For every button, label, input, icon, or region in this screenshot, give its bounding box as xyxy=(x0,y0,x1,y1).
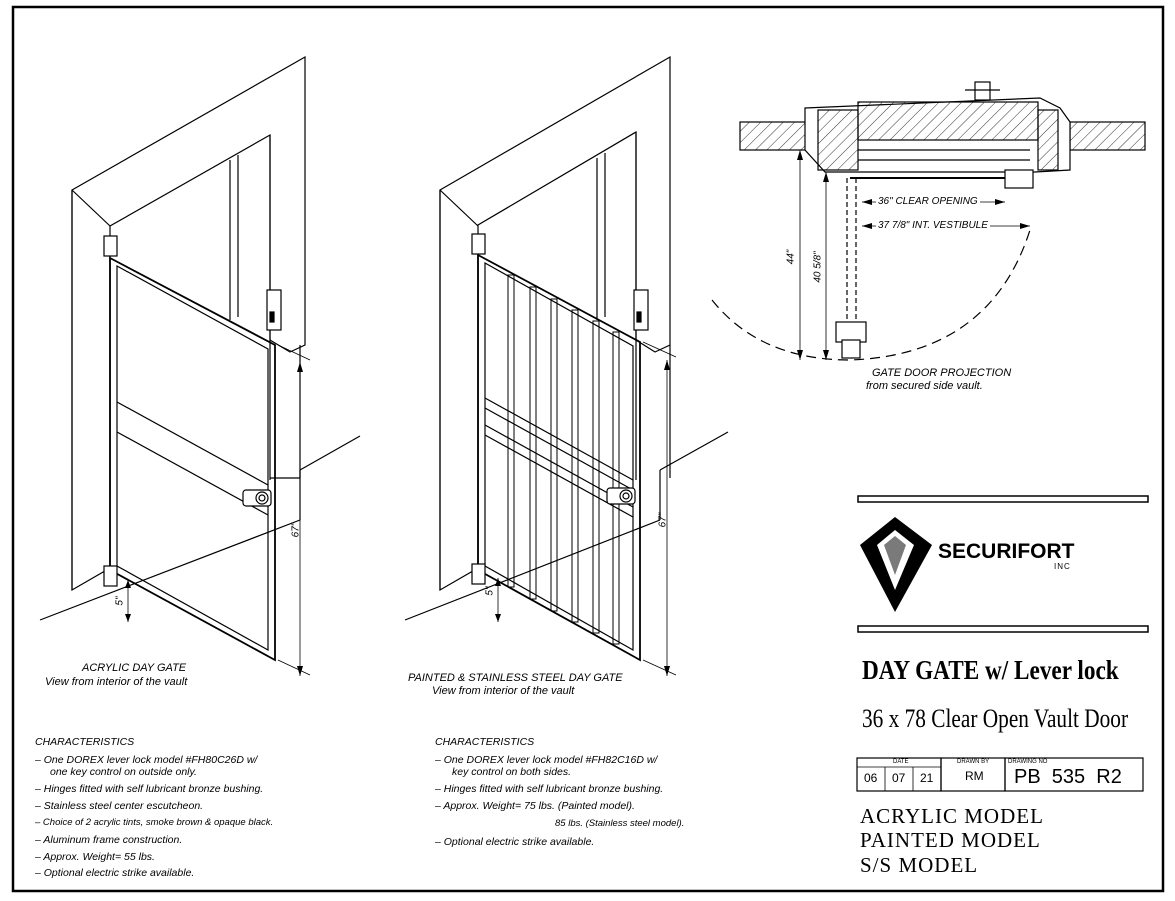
acrylic-char-item: – Hinges fitted with self lubricant bron… xyxy=(35,783,264,795)
date-month: 07 xyxy=(892,771,906,785)
acrylic-char-item: – Approx. Weight= 55 lbs. xyxy=(35,851,155,863)
steel-gap-dimension: 5" xyxy=(484,586,496,596)
height-44-dimension: 44" xyxy=(785,249,797,265)
acrylic-char-item: – Stainless steel center escutcheon. xyxy=(35,800,204,812)
vestibule-dimension: 37 7/8" INT. VESTIBULE xyxy=(876,220,990,231)
steel-char-item: – Hinges fitted with self lubricant bron… xyxy=(435,783,664,795)
steel-characteristics-heading: CHARACTERISTICS xyxy=(435,736,535,748)
drawing-number: PB 535 R2 xyxy=(1014,766,1122,788)
drawn-by-label: DRAWN BY xyxy=(957,759,990,765)
steel-char-item: – One DOREX lever lock model #FH82C16D w… xyxy=(435,754,658,766)
steel-char-item: key control on both sides. xyxy=(452,766,572,778)
date-day: 06 xyxy=(864,771,878,785)
acrylic-gap-dimension: 5" xyxy=(114,596,126,606)
date-label: DATE xyxy=(893,759,909,765)
acrylic-height-dimension: 67" xyxy=(290,522,302,538)
acrylic-gate-drawing xyxy=(39,55,361,676)
projection-caption-title: GATE DOOR PROJECTION xyxy=(872,367,1012,379)
drawing-title: DAY GATE w/ Lever lock xyxy=(862,655,1119,685)
acrylic-characteristics-heading: CHARACTERISTICS xyxy=(35,736,135,748)
date-year: 21 xyxy=(920,771,934,785)
acrylic-char-item: – Choice of 2 acrylic tints, smoke brown… xyxy=(35,817,274,828)
model-stainless: S/S MODEL xyxy=(860,853,979,877)
steel-height-dimension: 67" xyxy=(657,512,669,528)
steel-char-item: 85 lbs. (Stainless steel model). xyxy=(555,818,685,829)
projection-caption-sub: from secured side vault. xyxy=(866,380,983,392)
acrylic-caption-title: ACRYLIC DAY GATE xyxy=(82,662,187,674)
drawn-by-value: RM xyxy=(965,769,984,783)
clear-opening-dimension: 36" CLEAR OPENING xyxy=(876,196,980,207)
drawing-subtitle: 36 x 78 Clear Open Vault Door xyxy=(862,704,1129,733)
company-suffix: INC xyxy=(1054,562,1071,571)
model-acrylic: ACRYLIC MODEL xyxy=(860,804,1044,828)
steel-caption-view: View from interior of the vault xyxy=(432,685,575,697)
acrylic-caption-view: View from interior of the vault xyxy=(45,676,188,688)
acrylic-char-item: – Aluminum frame construction. xyxy=(35,834,183,846)
height-40-dimension: 40 5/8" xyxy=(812,251,824,283)
acrylic-char-item: – Optional electric strike available. xyxy=(35,867,195,879)
plan-view-drawing xyxy=(711,81,1146,361)
acrylic-char-item: one key control on outside only. xyxy=(50,766,197,778)
model-painted: PAINTED MODEL xyxy=(860,828,1041,852)
company-name: SECURIFORT xyxy=(938,540,1075,563)
steel-gate-drawing xyxy=(404,55,729,676)
title-block xyxy=(856,495,1149,792)
steel-char-item: – Approx. Weight= 75 lbs. (Painted model… xyxy=(435,800,635,812)
steel-caption-title: PAINTED & STAINLESS STEEL DAY GATE xyxy=(408,672,623,684)
sheet-border xyxy=(11,5,1165,893)
drawing-no-label: DRAWING NO xyxy=(1008,759,1048,765)
acrylic-char-item: – One DOREX lever lock model #FH80C26D w… xyxy=(35,754,258,766)
steel-char-item: – Optional electric strike available. xyxy=(435,836,595,848)
securifort-logo xyxy=(860,517,932,612)
